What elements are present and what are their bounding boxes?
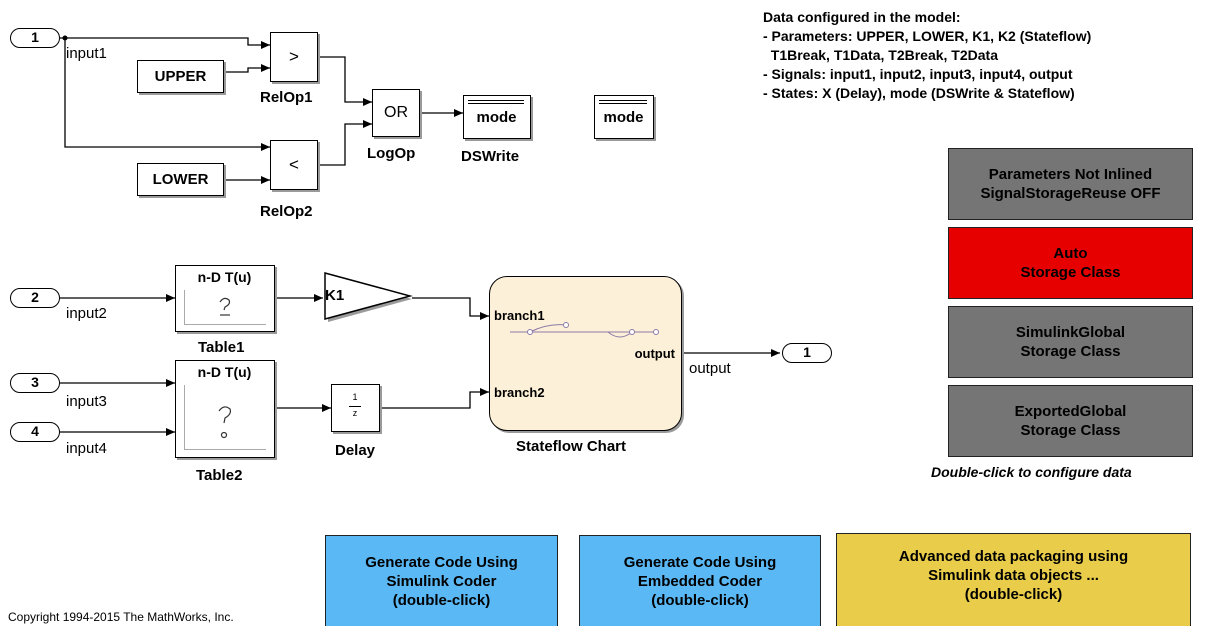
simulink-global-storage-class-button[interactable]: SimulinkGlobal Storage Class — [948, 306, 1193, 378]
signal-label-input3: input3 — [66, 393, 107, 410]
table1-symbol: n-D T(u) — [197, 269, 252, 285]
table1-block[interactable]: n-D T(u) — [175, 265, 275, 332]
table2-yaxis — [184, 385, 185, 449]
info-line-3: - Signals: input1, input2, input3, input… — [763, 66, 1073, 82]
dsmem-top-rule-2 — [599, 103, 647, 104]
chart-output-port-label: output — [634, 346, 675, 361]
dswrite-top-rule — [468, 100, 524, 101]
info-line-1: - Parameters: UPPER, LOWER, K1, K2 (Stat… — [763, 28, 1092, 44]
signal-label-input1: input1 — [66, 45, 107, 62]
delay-block[interactable]: 1 z — [331, 384, 380, 432]
outport-1[interactable]: 1 — [782, 343, 832, 363]
exported-global-storage-class-button[interactable]: ExportedGlobal Storage Class — [948, 385, 1193, 457]
logop-block[interactable]: OR — [372, 89, 420, 137]
datastore-memory-block[interactable]: mode — [594, 95, 654, 139]
signal-label-input2: input2 — [66, 305, 107, 322]
inport-3[interactable]: 3 — [10, 373, 60, 393]
table2-lookup-icon — [218, 406, 232, 439]
advanced-data-packaging-button[interactable]: Advanced data packaging using Simulink d… — [836, 533, 1191, 626]
delay-label: Delay — [335, 442, 376, 459]
chart-input-branch1: branch1 — [494, 308, 545, 323]
table2-symbol: n-D T(u) — [197, 364, 252, 380]
info-line-4: - States: X (Delay), mode (DSWrite & Sta… — [763, 85, 1075, 101]
table2-block[interactable]: n-D T(u) — [175, 360, 275, 458]
dsmem-symbol: mode — [603, 108, 644, 126]
inport-1[interactable]: 1 — [10, 28, 60, 48]
table2-label: Table2 — [196, 467, 243, 484]
signal-label-output: output — [689, 360, 731, 377]
delay-numerator: 1 — [352, 392, 358, 402]
gain-symbol: K1 — [325, 287, 345, 304]
dswrite-block[interactable]: mode — [463, 95, 531, 139]
generate-code-embedded-coder-button[interactable]: Generate Code Using Embedded Coder (doub… — [579, 535, 821, 626]
copyright-notice: Copyright 1994-2015 The MathWorks, Inc. — [8, 610, 234, 624]
delay-fraction-bar — [349, 406, 361, 407]
info-line-2: T1Break, T1Data, T2Break, T2Data — [763, 47, 998, 63]
logop-label: LogOp — [367, 145, 416, 162]
parameters-not-inlined-button[interactable]: Parameters Not Inlined SignalStorageReus… — [948, 148, 1193, 220]
upper-constant-block[interactable]: UPPER — [137, 60, 224, 93]
relop2-label: RelOp2 — [260, 203, 313, 220]
relop1-block[interactable]: > — [270, 32, 318, 82]
info-title: Data configured in the model: — [763, 9, 961, 25]
dswrite-top-rule-2 — [468, 103, 524, 104]
gain-k1-block[interactable] — [322, 270, 416, 326]
table1-label: Table1 — [198, 339, 245, 356]
generate-code-simulink-coder-button[interactable]: Generate Code Using Simulink Coder (doub… — [325, 535, 558, 626]
dswrite-symbol: mode — [476, 108, 517, 126]
auto-storage-class-button[interactable]: Auto Storage Class — [948, 227, 1193, 299]
table2-xaxis — [184, 449, 266, 450]
table1-lookup-icon — [219, 297, 231, 316]
stateflow-chart-block[interactable]: branch1 branch2 output — [489, 276, 682, 431]
table1-xaxis — [184, 324, 266, 325]
relop1-label: RelOp1 — [260, 89, 313, 106]
delay-denominator: z — [352, 408, 358, 418]
dswrite-label: DSWrite — [461, 148, 520, 165]
table1-yaxis — [184, 290, 185, 324]
stateflow-chart-label: Stateflow Chart — [516, 438, 627, 455]
chart-input-branch2: branch2 — [494, 385, 545, 400]
inport-2[interactable]: 2 — [10, 288, 60, 308]
chart-flow-icon — [510, 322, 659, 338]
lower-constant-block[interactable]: LOWER — [137, 163, 224, 196]
inport-4[interactable]: 4 — [10, 422, 60, 442]
configure-data-hint: Double-click to configure data — [931, 464, 1132, 480]
relop2-block[interactable]: < — [270, 140, 318, 190]
dsmem-top-rule — [599, 100, 647, 101]
signal-label-input4: input4 — [66, 440, 107, 457]
